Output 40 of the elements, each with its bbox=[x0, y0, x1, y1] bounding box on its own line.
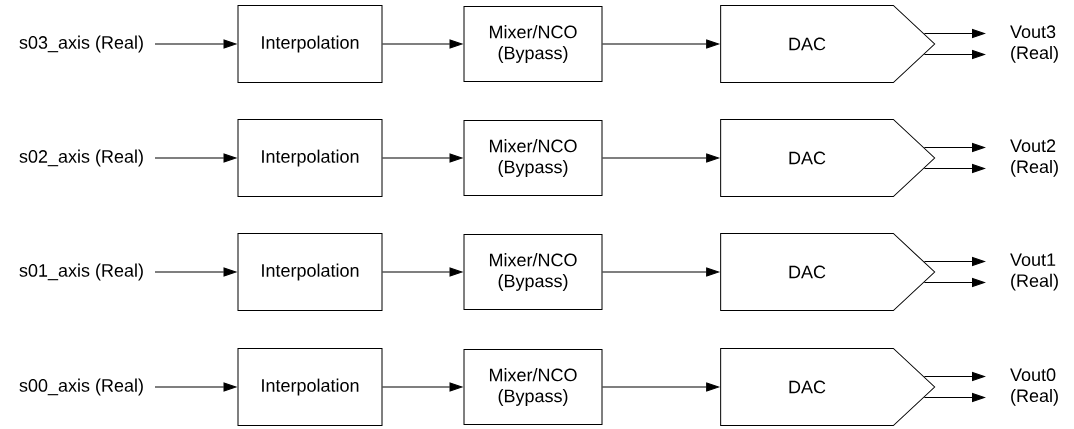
process-box: Mixer/NCO (Bypass) bbox=[463, 120, 603, 196]
dac-block: DAC bbox=[720, 348, 936, 426]
arrow bbox=[382, 39, 463, 49]
process-box: Mixer/NCO (Bypass) bbox=[463, 349, 603, 425]
input-label: s01_axis (Real) bbox=[19, 263, 143, 281]
process-box: Interpolation bbox=[237, 348, 383, 426]
output-label: Vout3 (Real) bbox=[1010, 25, 1058, 63]
arrow bbox=[923, 50, 985, 59]
arrow bbox=[923, 143, 985, 152]
arrow bbox=[382, 153, 463, 163]
arrow bbox=[382, 382, 463, 392]
arrow bbox=[154, 267, 237, 277]
dac-block: DAC bbox=[720, 119, 936, 197]
input-label: s03_axis (Real) bbox=[19, 35, 143, 53]
arrow bbox=[923, 164, 985, 173]
arrow bbox=[923, 257, 985, 266]
dac-block: DAC bbox=[720, 233, 936, 311]
arrow bbox=[602, 382, 719, 392]
arrow bbox=[154, 153, 237, 163]
output-label: Vout2 (Real) bbox=[1010, 139, 1058, 177]
arrow bbox=[923, 278, 985, 287]
process-box: Interpolation bbox=[237, 119, 383, 197]
output-label: Vout0 (Real) bbox=[1010, 368, 1058, 406]
process-box: Interpolation bbox=[237, 5, 383, 83]
arrow bbox=[382, 267, 463, 277]
arrow bbox=[923, 372, 985, 381]
input-label: s02_axis (Real) bbox=[19, 149, 143, 167]
arrow bbox=[923, 29, 985, 38]
arrow bbox=[923, 393, 985, 402]
arrow bbox=[602, 153, 719, 163]
output-label: Vout1 (Real) bbox=[1010, 253, 1058, 291]
process-box: Mixer/NCO (Bypass) bbox=[463, 234, 603, 310]
process-box: Mixer/NCO (Bypass) bbox=[463, 6, 603, 82]
arrow bbox=[602, 267, 719, 277]
process-box: Interpolation bbox=[237, 233, 383, 311]
dac-block: DAC bbox=[720, 5, 936, 83]
input-label: s00_axis (Real) bbox=[19, 378, 143, 396]
arrow bbox=[602, 39, 719, 49]
arrow bbox=[154, 39, 237, 49]
arrow bbox=[154, 382, 237, 392]
